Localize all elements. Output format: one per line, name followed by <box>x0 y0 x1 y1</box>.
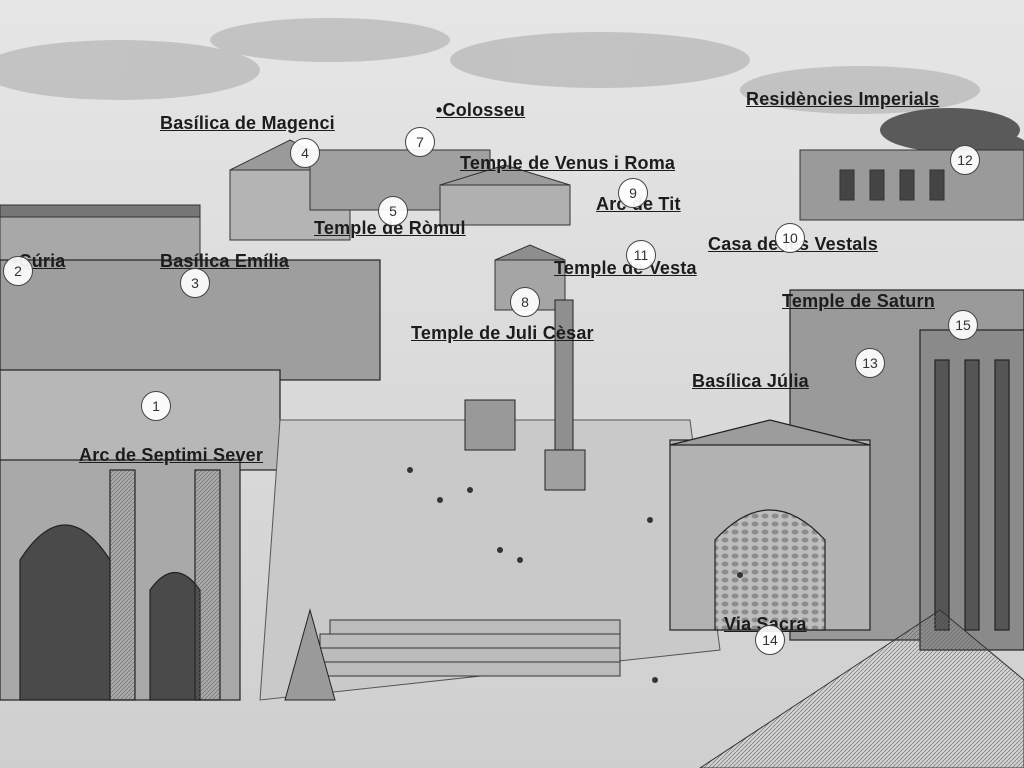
label-colosseu: •Colosseu <box>436 100 526 120</box>
marker-4: 4 <box>290 138 320 168</box>
marker-15: 15 <box>948 310 978 340</box>
label-basilica-magenci: Basílica de Magenci <box>160 113 335 133</box>
label-temple-vesta: Temple de Vesta <box>554 258 697 278</box>
figures <box>407 467 743 683</box>
marker-10: 10 <box>775 223 805 253</box>
label-residencies-imperials: Residències Imperials <box>746 89 940 109</box>
marker-14: 14 <box>755 625 785 655</box>
label-basilica-emilia: Basílica Emília <box>160 251 290 271</box>
marker-12: 12 <box>950 145 980 175</box>
steps <box>299 619 621 677</box>
clouds <box>0 18 980 114</box>
label-temple-romul: Temple de Ròmul <box>314 218 466 238</box>
label-temple-venus-roma: Temple de Venus i Roma <box>460 153 676 173</box>
marker-8: 8 <box>510 287 540 317</box>
imperial-residences-building <box>799 149 1024 221</box>
marker-1: 1 <box>141 391 171 421</box>
arch-foreground <box>669 419 871 631</box>
pyramid-monument <box>284 608 336 701</box>
column-monument <box>464 299 586 491</box>
marker-11: 11 <box>626 240 656 270</box>
label-temple-saturn: Temple de Saturn <box>782 291 935 311</box>
label-arc-septimi-sever: Arc de Septimi Sever <box>79 445 264 465</box>
marker-3: 3 <box>180 268 210 298</box>
marker-9: 9 <box>618 178 648 208</box>
right-stairs <box>699 609 1024 768</box>
marker-5: 5 <box>378 196 408 226</box>
label-temple-juli-cesar: Temple de Juli Cèsar <box>411 323 594 343</box>
marker-13: 13 <box>855 348 885 378</box>
marker-2: 2 <box>3 256 33 286</box>
label-via-sacra: Via Sacra <box>724 614 807 634</box>
label-basilica-julia: Basílica Júlia <box>692 371 809 391</box>
marker-7: 7 <box>405 127 435 157</box>
central-temple <box>439 164 571 311</box>
